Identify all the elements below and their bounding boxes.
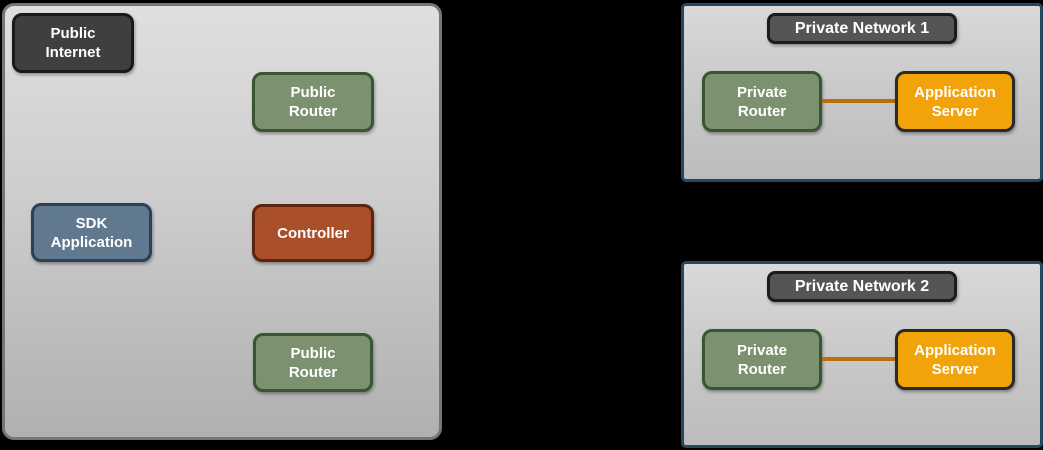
controller-node: Controller	[252, 204, 374, 262]
public-router-top-node: Public Router	[252, 72, 374, 132]
private-network-2-panel: Private Network 2 Private Router Applica…	[681, 261, 1043, 448]
private-network-1-router-server-link-line	[822, 99, 895, 103]
public-router-bottom-node: Public Router	[253, 333, 373, 392]
private-network-1-title: Private Network 1	[767, 13, 957, 44]
private-network-2-router-server-link-line	[822, 357, 895, 361]
private-network-1-private-router-node: Private Router	[702, 71, 822, 132]
private-network-1-panel: Private Network 1 Private Router Applica…	[681, 3, 1043, 182]
private-network-2-private-router-node: Private Router	[702, 329, 822, 390]
private-network-2-application-server-node: Application Server	[895, 329, 1015, 390]
private-network-2-title: Private Network 2	[767, 271, 957, 302]
public-internet-node: Public Internet	[12, 13, 134, 73]
private-network-1-application-server-node: Application Server	[895, 71, 1015, 132]
public-zone-panel: Public Internet Public Router SDK Applic…	[2, 3, 442, 440]
sdk-application-node: SDK Application	[31, 203, 152, 262]
